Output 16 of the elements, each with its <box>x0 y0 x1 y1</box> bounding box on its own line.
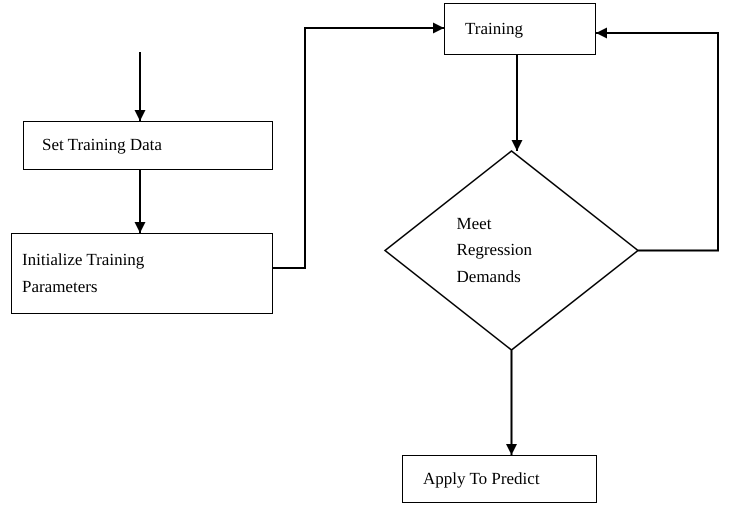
arrow <box>596 28 719 252</box>
process-box <box>11 233 273 314</box>
node-label: Training <box>465 18 523 40</box>
node-label: Initialize Training Parameters <box>22 249 146 298</box>
decision-diamond <box>385 151 638 350</box>
arrow <box>273 22 444 269</box>
process-box <box>23 121 273 170</box>
arrow <box>506 350 517 455</box>
arrow <box>134 170 146 233</box>
node-label: Apply To Predict <box>423 468 540 490</box>
arrow <box>134 52 146 121</box>
process-box <box>444 3 596 55</box>
node-label: Meet Regression Demands <box>456 212 534 288</box>
process-box <box>402 455 597 503</box>
node-label: Set Training Data <box>42 134 162 156</box>
arrow <box>512 55 522 151</box>
